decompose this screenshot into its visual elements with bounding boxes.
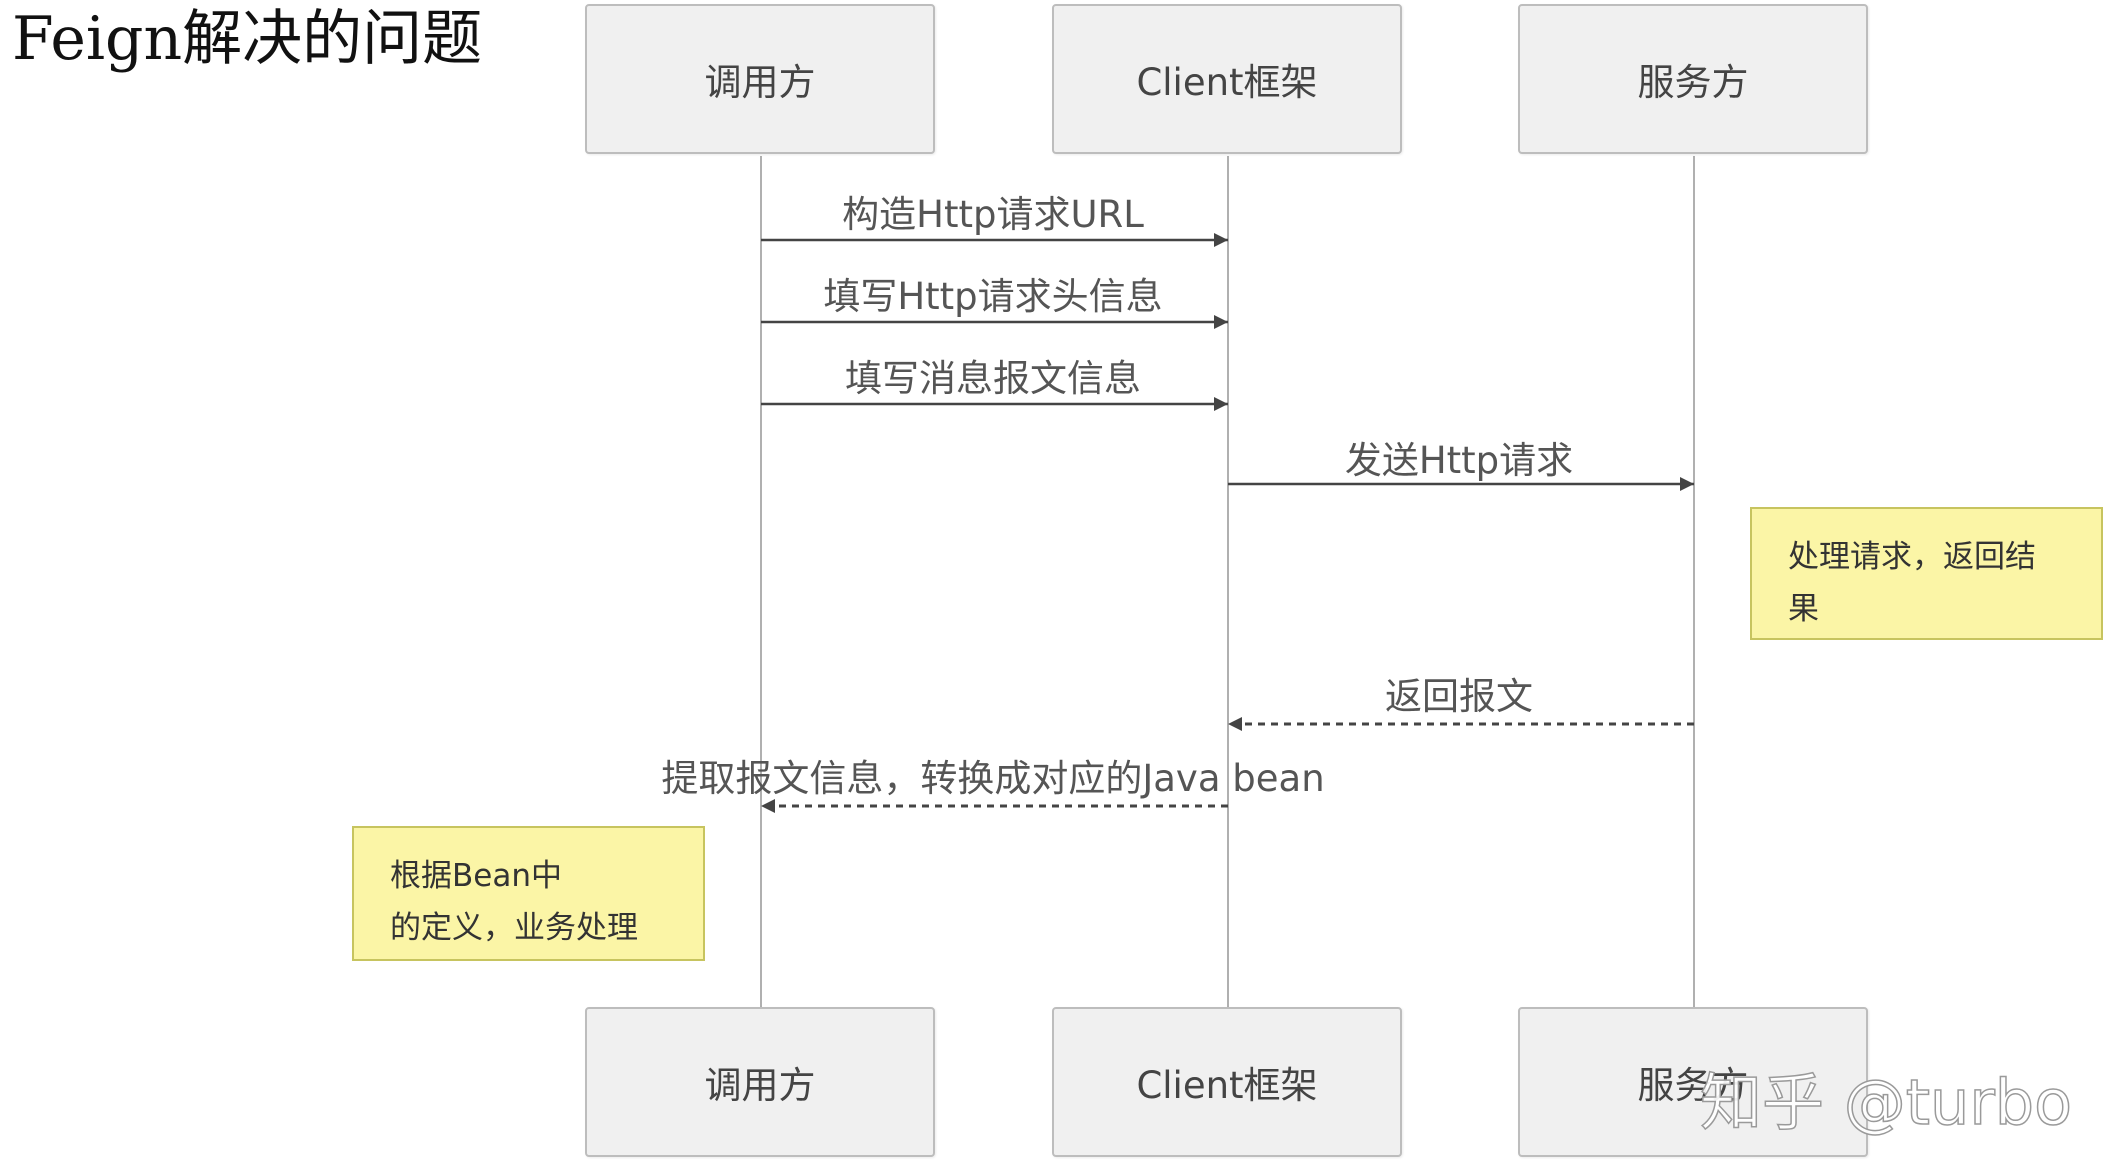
note-line: 果 [1788,591,1819,627]
watermark: 知乎 @turbo [1699,1065,2073,1140]
message-label: 提取报文信息，转换成对应的Java bean [661,757,1325,800]
note-business-handle: 根据Bean中 的定义，业务处理 [352,826,705,961]
participant-top-server: 服务方 [1518,4,1868,154]
message-label: 构造Http请求URL [842,193,1144,236]
message-label: 填写消息报文信息 [845,357,1141,400]
message-label: 返回报文 [1385,675,1533,718]
participant-top-client: Client框架 [1052,4,1402,154]
message-label: 填写Http请求头信息 [823,275,1163,318]
participant-bottom-client: Client框架 [1052,1007,1402,1157]
participant-bottom-server: 服务方 [1518,1007,1868,1157]
page-title: Feign解决的问题 [12,4,483,74]
note-process-request: 处理请求，返回结 果 [1750,507,2103,640]
participant-bottom-caller: 调用方 [585,1007,935,1157]
note-line: 的定义，业务处理 [390,910,638,946]
note-line: 根据Bean中 [390,858,562,894]
participant-top-caller: 调用方 [585,4,935,154]
note-line: 处理请求，返回结 [1788,539,2036,575]
message-label: 发送Http请求 [1344,439,1574,482]
